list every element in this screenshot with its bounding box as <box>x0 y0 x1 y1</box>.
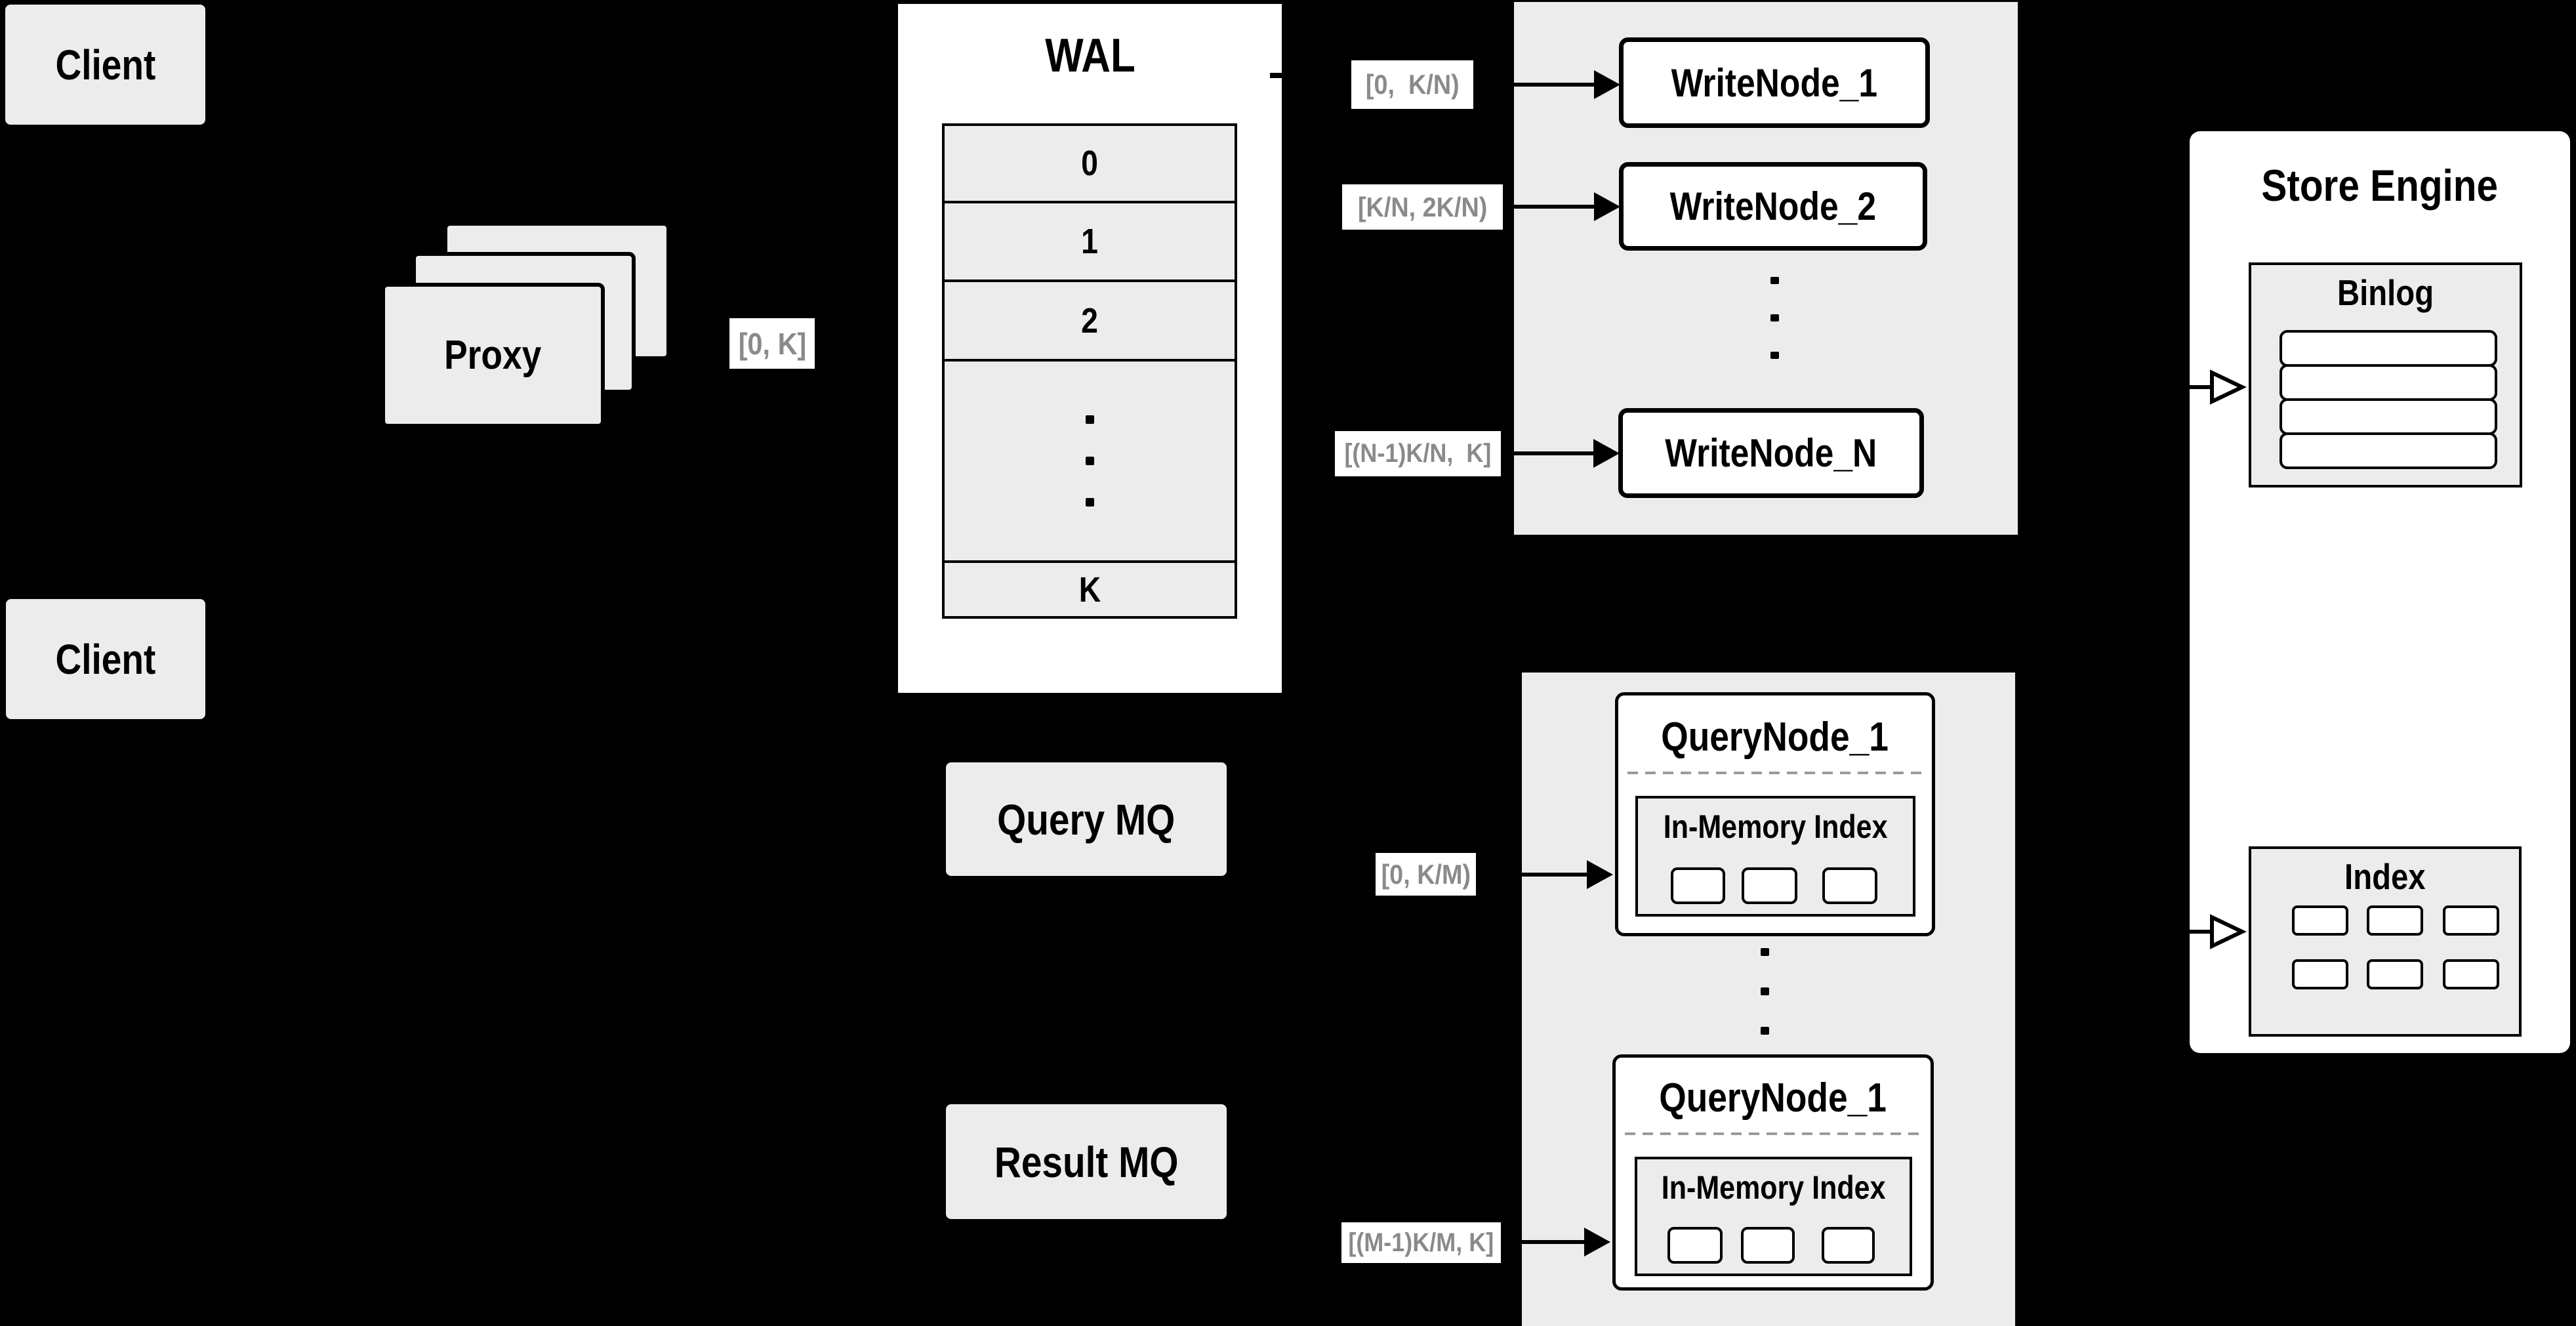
range-label-write-node-n-text: [(N-1)K/N, K] <box>1344 439 1492 468</box>
query-node-1-inmemory-title: In-Memory Index <box>1663 808 1888 845</box>
client-bottom-label: Client <box>55 635 156 683</box>
wal-table: 0 1 2 K <box>942 123 1237 619</box>
binlog-row <box>2280 364 2497 401</box>
binlog-row <box>2280 432 2497 469</box>
wal-row-1: 1 <box>945 201 1235 280</box>
range-label-write-node-n: [(N-1)K/N, K] <box>1335 431 1501 476</box>
query-node-1-title: QueryNode_1 <box>1661 715 1889 760</box>
write-node-n-label: WriteNode_N <box>1665 431 1877 475</box>
vertical-ellipsis-dot <box>1770 352 1779 359</box>
wal-row-2: 2 <box>945 280 1235 359</box>
segment-chip <box>1822 1227 1875 1264</box>
write-node-1-label: WriteNode_1 <box>1671 60 1878 105</box>
store-engine-title: Store Engine <box>2261 161 2499 211</box>
vertical-ellipsis-dot <box>1761 987 1769 995</box>
wal-row-0-label: 0 <box>1081 144 1098 183</box>
write-node-2-label: WriteNode_2 <box>1669 184 1877 228</box>
vertical-ellipsis-dot <box>1770 314 1779 321</box>
binlog-title-wrap: Binlog <box>2251 272 2520 314</box>
binlog-title: Binlog <box>2337 272 2434 313</box>
wal-title-wrap: WAL <box>898 29 1282 83</box>
segment-chip <box>1667 1227 1723 1264</box>
query-node-1-title-wrap: QueryNode_1 <box>1618 714 1932 760</box>
proxy-label: Proxy <box>444 333 542 378</box>
index-box: Index <box>2249 846 2522 1037</box>
wal-row-0: 0 <box>945 126 1235 201</box>
vertical-ellipsis-dot <box>1761 948 1769 956</box>
result-mq-box: Result MQ <box>946 1104 1227 1219</box>
query-node-2-inmemory-title-wrap: In-Memory Index <box>1637 1169 1910 1207</box>
range-label-query-node-2: [(M-1)K/M, K] <box>1341 1222 1501 1263</box>
vertical-ellipsis-dot <box>1085 498 1094 507</box>
segment-chip <box>1742 867 1797 904</box>
wal-container: WAL 0 1 2 K <box>898 4 1282 693</box>
query-mq-label: Query MQ <box>997 795 1176 844</box>
index-chip <box>2292 959 2348 989</box>
query-node-2-title-wrap: QueryNode_1 <box>1616 1075 1931 1121</box>
proxy-box-front: Proxy <box>381 283 605 428</box>
query-node-2-divider <box>1625 1132 1921 1135</box>
index-title-wrap: Index <box>2251 856 2519 898</box>
write-node-1-box: WriteNode_1 <box>1619 37 1930 128</box>
write-node-2-box: WriteNode_2 <box>1619 162 1927 251</box>
client-top-label: Client <box>55 41 155 89</box>
range-label-write-node-2: [K/N, 2K/N) <box>1342 184 1503 230</box>
segment-chip <box>1741 1227 1795 1264</box>
range-label-query-node-1-text: [0, K/M) <box>1381 858 1471 890</box>
segment-chip <box>1822 867 1877 904</box>
binlog-row <box>2280 330 2497 367</box>
write-node-n-box: WriteNode_N <box>1618 408 1924 498</box>
vertical-ellipsis-dot <box>1761 1027 1769 1035</box>
query-node-1-inmemory-title-wrap: In-Memory Index <box>1638 808 1913 846</box>
client-box-top: Client <box>5 5 205 125</box>
range-label-query-node-1: [0, K/M) <box>1376 853 1476 896</box>
store-engine-title-wrap: Store Engine <box>2190 160 2570 211</box>
store-engine-box: Store Engine Binlog Index <box>2190 131 2570 1053</box>
wal-title: WAL <box>1044 30 1135 82</box>
query-node-2-inmemory-title: In-Memory Index <box>1661 1169 1886 1206</box>
range-label-write-node-1-text: [0, K/N) <box>1365 69 1460 100</box>
query-node-1-divider <box>1627 772 1924 774</box>
query-node-1-box: QueryNode_1 In-Memory Index <box>1615 692 1935 936</box>
wal-row-2-label: 2 <box>1081 300 1098 341</box>
range-label-proxy-to-wal: [0, K] <box>729 318 815 369</box>
query-node-2-box: QueryNode_1 In-Memory Index <box>1612 1054 1934 1291</box>
write-node-panel: WriteNode_1 WriteNode_2 WriteNode_N <box>1514 2 2018 535</box>
wal-row-ellipsis <box>945 359 1235 560</box>
binlog-row <box>2280 398 2497 435</box>
query-node-1-inmemory-box: In-Memory Index <box>1635 796 1915 917</box>
index-chip <box>2367 959 2423 989</box>
range-label-query-node-2-text: [(M-1)K/M, K] <box>1348 1228 1494 1257</box>
query-node-2-title: QueryNode_1 <box>1659 1075 1887 1121</box>
range-label-proxy-to-wal-text: [0, K] <box>738 326 806 361</box>
query-node-2-inmemory-box: In-Memory Index <box>1635 1157 1912 1276</box>
wal-row-1-label: 1 <box>1081 222 1098 261</box>
client-box-bottom: Client <box>6 599 205 719</box>
query-mq-box: Query MQ <box>946 762 1227 876</box>
range-label-write-node-1: [0, K/N) <box>1351 60 1473 109</box>
binlog-box: Binlog <box>2249 262 2522 487</box>
index-chip <box>2367 905 2423 936</box>
query-node-panel: QueryNode_1 In-Memory Index QueryNode_1 <box>1522 673 2015 1326</box>
range-label-write-node-2-text: [K/N, 2K/N) <box>1357 191 1488 222</box>
binlog-rows <box>2280 330 2497 469</box>
index-title: Index <box>2344 856 2426 897</box>
index-chip <box>2292 905 2348 936</box>
vertical-ellipsis-dot <box>1085 457 1094 465</box>
vertical-ellipsis-dot <box>1770 277 1779 284</box>
index-chip <box>2443 905 2499 936</box>
wal-row-k: K <box>945 560 1235 616</box>
result-mq-label: Result MQ <box>994 1137 1179 1186</box>
index-chip <box>2443 959 2499 989</box>
vertical-ellipsis-dot <box>1085 415 1094 424</box>
segment-chip <box>1671 867 1725 904</box>
wal-row-k-label: K <box>1078 570 1101 610</box>
